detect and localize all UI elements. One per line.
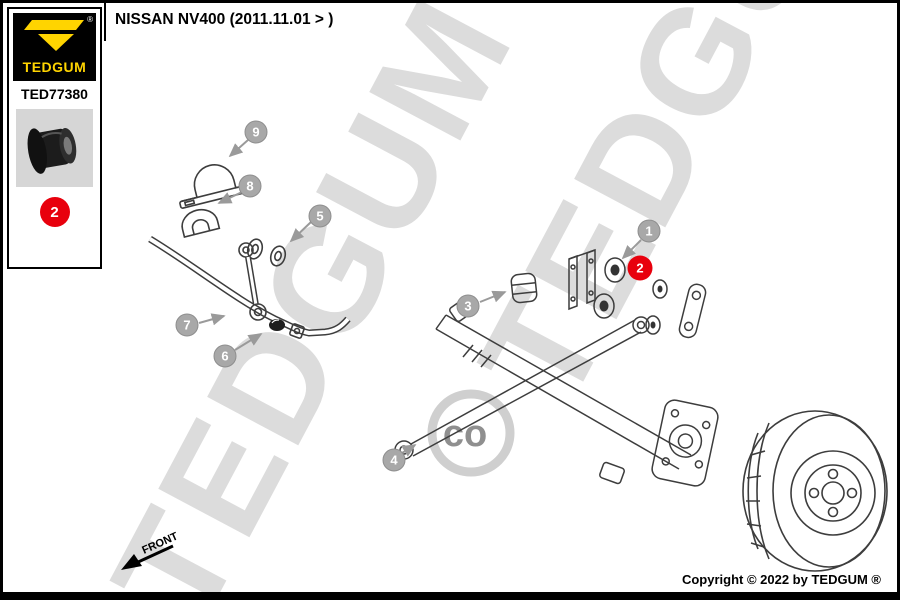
callouts: 9 8 5 7 6 3 4 <box>175 120 661 472</box>
stabilizer-link <box>238 242 267 321</box>
svg-text:3: 3 <box>464 299 471 314</box>
svg-text:9: 9 <box>252 125 259 140</box>
svg-text:8: 8 <box>246 179 253 194</box>
callout-8: 8 <box>238 174 262 198</box>
bushing-photo-icon <box>27 127 76 174</box>
callout-arrows <box>198 139 642 457</box>
brand-name: TEDGUM <box>22 59 87 75</box>
spring-hanger <box>568 248 596 311</box>
bottom-frame-bar <box>3 592 897 597</box>
callout-7: 7 <box>175 313 199 337</box>
svg-text:7: 7 <box>183 318 190 333</box>
parts-diagram: TEDGUM TEDGUM co <box>80 3 897 597</box>
callout-4: 4 <box>382 448 406 472</box>
header-divider <box>104 3 106 41</box>
tedgum-emblem-icon <box>23 20 84 51</box>
tedgum-logo: ® TEDGUM <box>13 13 96 81</box>
callout-6: 6 <box>213 344 237 368</box>
callout-9: 9 <box>244 120 268 144</box>
callout-1: 1 <box>637 219 661 243</box>
stabilizer-bushing <box>181 208 221 238</box>
svg-text:1: 1 <box>645 224 652 239</box>
callout-5: 5 <box>308 204 332 228</box>
part-info-panel: ® TEDGUM TED77380 2 <box>7 7 102 269</box>
product-photo <box>16 109 93 187</box>
center-bushing <box>510 272 538 304</box>
wheel <box>742 410 888 572</box>
copyright-text: Copyright © 2022 by TEDGUM ® <box>681 572 881 587</box>
registered-mark: ® <box>87 15 93 24</box>
spring-bushings <box>593 257 707 339</box>
svg-text:4: 4 <box>390 453 398 468</box>
axle-beam <box>435 295 692 485</box>
link-cap <box>269 319 305 339</box>
callout-3: 3 <box>456 294 480 318</box>
item-2-badge-label: 2 <box>50 203 59 221</box>
part-number: TED77380 <box>21 86 88 102</box>
svg-text:5: 5 <box>316 209 323 224</box>
item-2-badge: 2 <box>39 197 70 227</box>
svg-text:6: 6 <box>221 349 228 364</box>
hub-plate <box>651 399 719 487</box>
watermark: TEDGUM TEDGUM co <box>80 3 897 597</box>
callout-2-highlight: 2 <box>627 255 653 281</box>
axle-assembly <box>394 248 719 487</box>
page-title: NISSAN NV400 (2011.11.01 > ) <box>115 11 334 28</box>
svg-text:2: 2 <box>636 261 643 276</box>
